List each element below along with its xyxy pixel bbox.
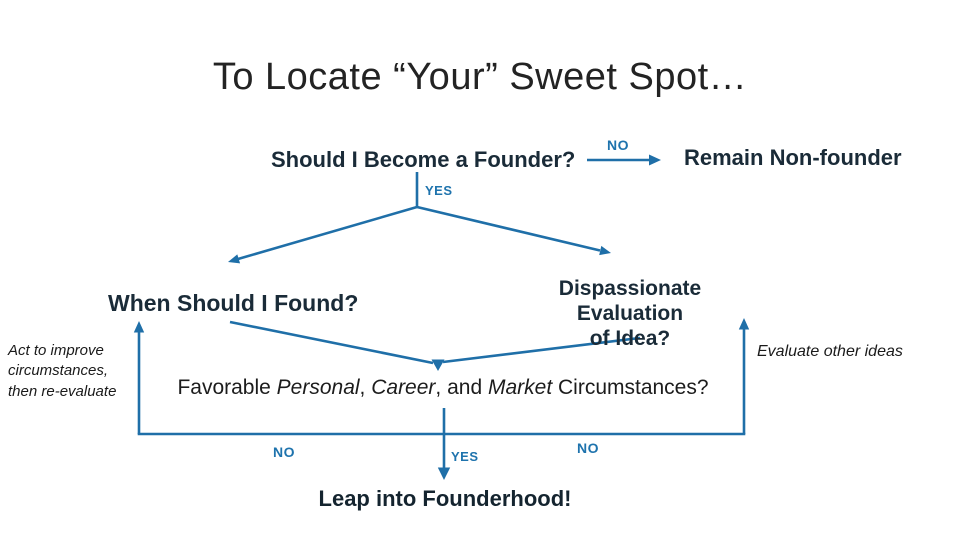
favorable-seg-market: Market: [487, 376, 553, 399]
outcome-leap-into-founderhood: Leap into Founderhood!: [318, 486, 572, 511]
note-evaluate-other-ideas: Evaluate other ideas: [757, 343, 903, 360]
label-no-left: NO: [273, 444, 295, 460]
label-yes-top: YES: [425, 183, 453, 198]
favorable-seg-personal: Personal: [276, 376, 360, 399]
act-note-line-3: then re-evaluate: [8, 382, 117, 400]
evaluation-line-1: Dispassionate Evaluation: [558, 277, 702, 326]
slide-title: To Locate “Your” Sweet Spot…: [212, 56, 748, 98]
question-when-found: When Should I Found?: [108, 290, 359, 316]
question-favorable-circumstances: Favorable Personal, Career, and Market C…: [143, 376, 743, 400]
label-no-top: NO: [607, 137, 629, 153]
arrow-yes-to-leap: [437, 408, 451, 480]
note-act-to-improve: Act to improve circumstances, then re-ev…: [8, 341, 148, 402]
arrow-to-favorable: [229, 320, 641, 371]
question-dispassionate-evaluation: Dispassionate Evaluation of Idea?: [505, 276, 755, 352]
outcome-remain-nonfounder: Remain Non-founder: [684, 145, 902, 170]
favorable-seg-plain-1: Favorable: [177, 376, 277, 399]
favorable-seg-plain-2: Circumstances?: [552, 376, 709, 399]
evaluation-line-2: of Idea?: [589, 327, 671, 351]
arrow-to-evaluation: [416, 205, 611, 256]
act-note-line-2: circumstances,: [8, 362, 109, 380]
question-become-founder: Should I Become a Founder?: [271, 147, 576, 172]
favorable-seg-career: Career: [371, 376, 436, 399]
favorable-seg-comma-1: ,: [359, 376, 372, 399]
label-no-right: NO: [577, 440, 599, 456]
arrow-to-when-found: [228, 205, 418, 264]
arrow-no-to-remain: [587, 154, 661, 166]
act-note-line-1: Act to improve: [8, 342, 104, 359]
label-yes-bottom: YES: [451, 449, 479, 464]
favorable-seg-and: , and: [435, 376, 488, 399]
no-loop-bracket: [133, 318, 750, 436]
